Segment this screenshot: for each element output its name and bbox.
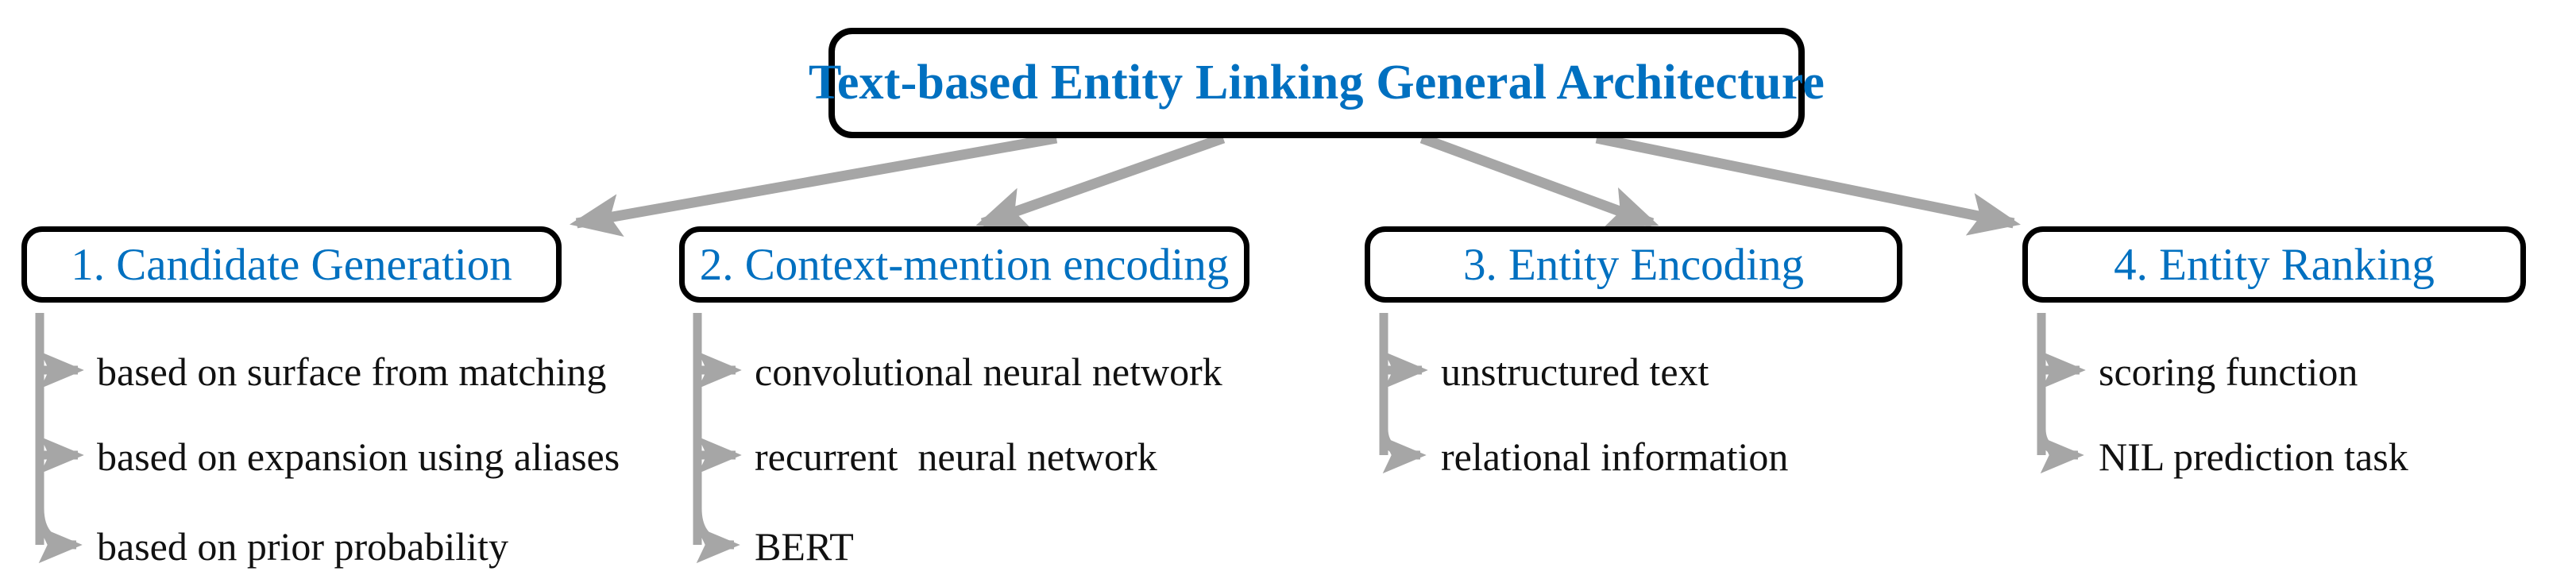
stage-node-context-mention-encoding[interactable]: 2. Context-mention encoding <box>679 226 1249 303</box>
leaf-item-candidate-generation-2: based on expansion using aliases <box>97 434 620 479</box>
leaf-item-context-mention-encoding-1: convolutional neural network <box>755 349 1222 394</box>
leaf-item-entity-ranking-2: NIL prediction task <box>2099 434 2408 479</box>
branch-connector-entity-ranking <box>2037 313 2086 474</box>
root-connector-entity-encoding <box>1419 133 1659 229</box>
stage-node-entity-encoding[interactable]: 3. Entity Encoding <box>1365 226 1902 303</box>
stage-node-label: 4. Entity Ranking <box>2114 239 2435 290</box>
leaf-item-candidate-generation-3: based on prior probability <box>97 524 508 569</box>
leaf-item-context-mention-encoding-2: recurrent neural network <box>755 434 1157 479</box>
leaf-item-entity-encoding-2: relational information <box>1441 434 1789 479</box>
stage-node-label: 3. Entity Encoding <box>1462 239 1805 290</box>
branch-connector-context-mention-encoding <box>693 313 742 564</box>
root-connector-candidate-generation <box>570 133 1058 237</box>
stage-node-label: 1. Candidate Generation <box>71 239 512 290</box>
root-connector-context-mention-encoding <box>975 133 1226 230</box>
leaf-item-candidate-generation-1: based on surface from matching <box>97 349 607 394</box>
stage-node-label: 2. Context-mention encoding <box>699 239 1230 290</box>
root-node-label: Text-based Entity Linking General Archit… <box>808 56 1825 110</box>
stage-node-candidate-generation[interactable]: 1. Candidate Generation <box>21 226 562 303</box>
leaf-item-entity-ranking-1: scoring function <box>2099 349 2358 394</box>
leaf-item-entity-encoding-1: unstructured text <box>1441 349 1709 394</box>
root-connector-entity-ranking <box>1595 133 2021 236</box>
root-node[interactable]: Text-based Entity Linking General Archit… <box>809 28 1825 138</box>
branch-connector-candidate-generation <box>35 313 84 564</box>
stage-node-entity-ranking[interactable]: 4. Entity Ranking <box>2022 226 2526 303</box>
leaf-item-context-mention-encoding-3: BERT <box>755 524 854 569</box>
branch-connector-entity-encoding <box>1379 313 1428 474</box>
